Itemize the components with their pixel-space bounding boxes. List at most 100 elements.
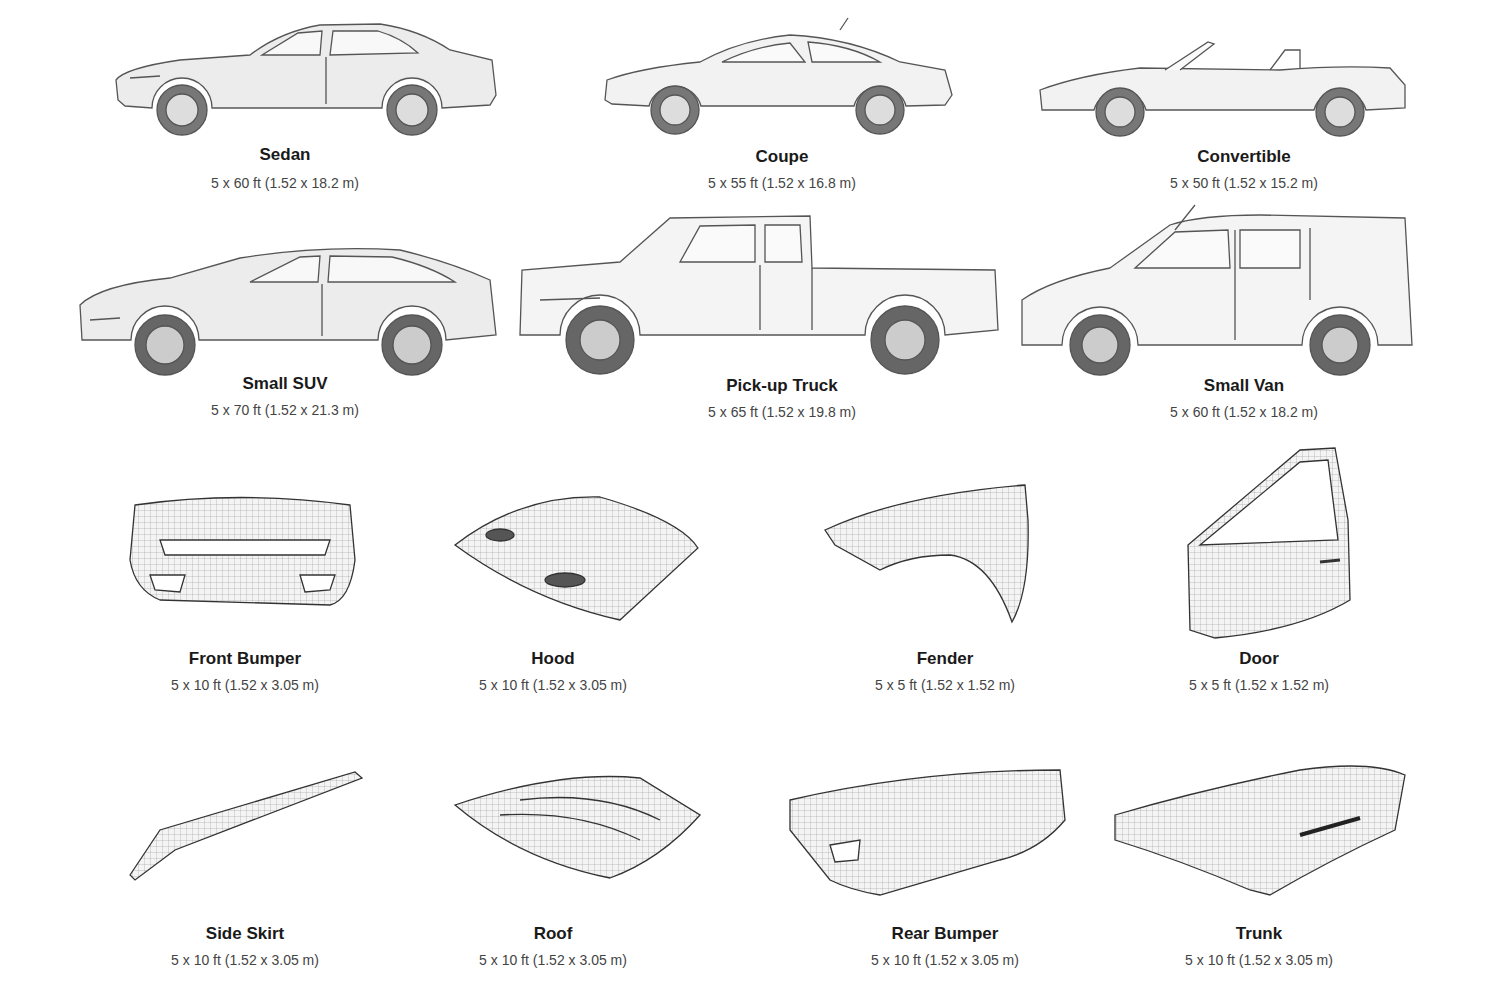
trunk-drawing [1115, 766, 1405, 895]
suv-drawing [90, 284, 322, 336]
item-name: Small SUV [242, 374, 327, 394]
item-name: Sedan [259, 145, 310, 165]
hood-drawing [455, 497, 698, 620]
truck-drawing [765, 225, 802, 262]
item-name: Small Van [1204, 376, 1284, 396]
coupe-drawing [660, 95, 690, 125]
sedan-drawing [396, 94, 428, 126]
dimension-label: 5 x 10 ft (1.52 x 3.05 m) [171, 677, 319, 694]
truck-drawing [566, 306, 634, 374]
convertible-drawing [1096, 88, 1144, 136]
truck-drawing [520, 216, 998, 374]
dimension-label: 5 x 60 ft (1.52 x 18.2 m) [211, 175, 359, 192]
dimension-label: 5 x 10 ft (1.52 x 3.05 m) [479, 952, 627, 969]
rear-bumper-drawing [830, 840, 860, 862]
dimension-label: 5 x 10 ft (1.52 x 3.05 m) [171, 952, 319, 969]
fender-drawing [825, 485, 1028, 622]
dimension-label: 5 x 70 ft (1.52 x 21.3 m) [211, 402, 359, 419]
front-bumper-drawing [160, 540, 330, 555]
coupe-drawing [840, 18, 848, 30]
sedan-drawing [130, 57, 326, 104]
van-drawing [1322, 327, 1358, 363]
coupe-drawing [808, 42, 880, 62]
dimension-label: 5 x 50 ft (1.52 x 15.2 m) [1170, 175, 1318, 192]
van-drawing [1022, 205, 1412, 375]
sedan-drawing [166, 94, 198, 126]
van-drawing [1175, 205, 1310, 340]
rear-bumper-drawing [790, 770, 1065, 895]
sedan-drawing [262, 31, 322, 55]
suv-drawing [250, 256, 320, 282]
side-skirt-drawing [130, 772, 362, 880]
coupe-drawing [651, 86, 699, 134]
item-name: Fender [917, 649, 974, 669]
convertible-drawing [1165, 42, 1214, 70]
hood-drawing [486, 529, 514, 541]
item-name: Convertible [1197, 147, 1291, 167]
roof-drawing [500, 798, 660, 841]
dimension-label: 5 x 65 ft (1.52 x 19.8 m) [708, 404, 856, 421]
item-name: Coupe [756, 147, 809, 167]
item-name: Front Bumper [189, 649, 301, 669]
suv-drawing [382, 315, 442, 375]
convertible-drawing [1040, 42, 1405, 136]
sedan-drawing [157, 85, 207, 135]
item-name: Hood [531, 649, 574, 669]
roof-drawing [455, 777, 700, 878]
convertible-drawing [1325, 97, 1355, 127]
item-name: Roof [534, 924, 573, 944]
suv-drawing [135, 315, 195, 375]
sedan-drawing [116, 24, 496, 135]
coupe-drawing [865, 95, 895, 125]
convertible-drawing [1316, 88, 1364, 136]
front-bumper-drawing [150, 575, 335, 592]
van-drawing [1082, 327, 1118, 363]
dimension-label: 5 x 5 ft (1.52 x 1.52 m) [875, 677, 1015, 694]
suv-drawing [146, 326, 184, 364]
convertible-drawing [1270, 50, 1300, 70]
dimension-label: 5 x 10 ft (1.52 x 3.05 m) [871, 952, 1019, 969]
item-name: Rear Bumper [892, 924, 999, 944]
truck-drawing [885, 320, 925, 360]
convertible-drawing [1105, 97, 1135, 127]
coupe-drawing [605, 18, 952, 134]
door-drawing [1188, 448, 1350, 638]
front-bumper-drawing [130, 498, 355, 606]
sedan-drawing [387, 85, 437, 135]
door-drawing [1320, 560, 1340, 562]
truck-drawing [580, 320, 620, 360]
suv-drawing [80, 249, 496, 375]
front-bumper-drawing [130, 498, 355, 606]
truck-drawing [871, 306, 939, 374]
trunk-drawing [1115, 766, 1405, 895]
fender-drawing [825, 485, 1028, 622]
side-skirt-drawing [130, 772, 362, 880]
dimension-label: 5 x 5 ft (1.52 x 1.52 m) [1189, 677, 1329, 694]
van-drawing [1070, 315, 1130, 375]
trunk-drawing [1300, 818, 1360, 835]
dimension-label: 5 x 55 ft (1.52 x 16.8 m) [708, 175, 856, 192]
item-name: Door [1239, 649, 1279, 669]
suv-drawing [328, 256, 455, 282]
item-name: Side Skirt [206, 924, 284, 944]
rear-bumper-drawing [790, 770, 1065, 895]
door-drawing [1188, 448, 1350, 638]
door-drawing [1200, 460, 1338, 545]
van-drawing [1240, 230, 1300, 268]
suv-drawing [393, 326, 431, 364]
dimension-label: 5 x 10 ft (1.52 x 3.05 m) [1185, 952, 1333, 969]
sedan-drawing [330, 31, 418, 55]
coupe-drawing [856, 86, 904, 134]
hood-drawing [545, 573, 585, 587]
van-drawing [1310, 315, 1370, 375]
dimension-label: 5 x 10 ft (1.52 x 3.05 m) [479, 677, 627, 694]
dimension-label: 5 x 60 ft (1.52 x 18.2 m) [1170, 404, 1318, 421]
roof-drawing [455, 777, 700, 878]
hood-drawing [455, 497, 698, 620]
item-name: Trunk [1236, 924, 1282, 944]
truck-drawing [680, 225, 755, 262]
item-name: Pick-up Truck [726, 376, 837, 396]
coupe-drawing [722, 43, 805, 62]
van-drawing [1135, 230, 1230, 268]
